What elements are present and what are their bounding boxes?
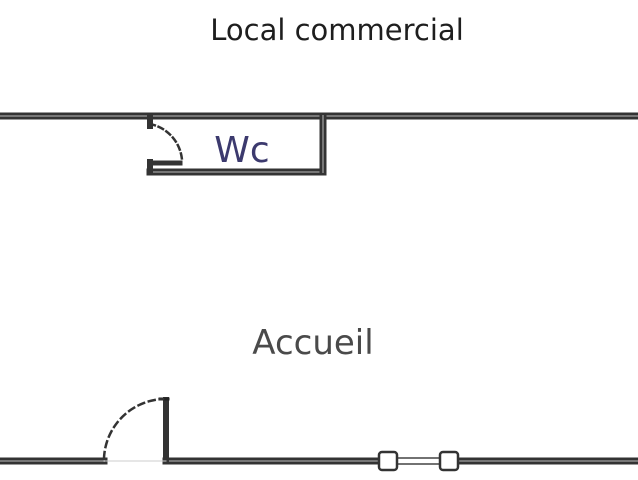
room-label-accueil: Accueil [252, 323, 373, 363]
bottom-wall [0, 397, 638, 465]
walls [0, 112, 638, 472]
room-label-wc: Wc [214, 130, 269, 171]
plan-title: Local commercial [210, 13, 464, 47]
window [377, 450, 460, 472]
wc-walls [146, 112, 327, 176]
entrance-door-swing [102, 397, 165, 460]
wc-door-swing [148, 122, 184, 162]
